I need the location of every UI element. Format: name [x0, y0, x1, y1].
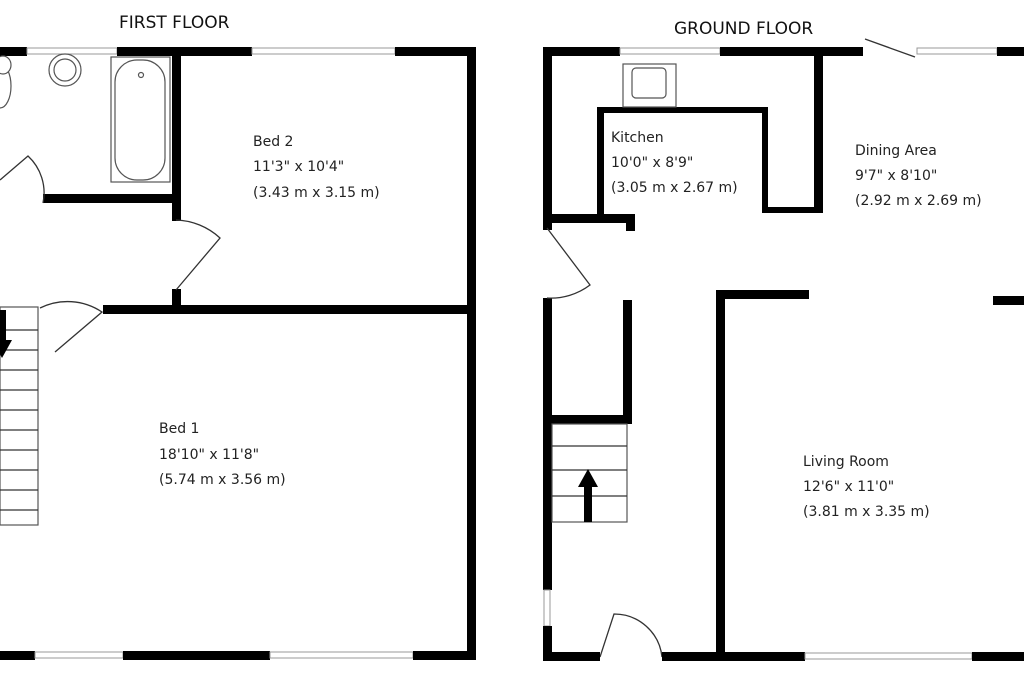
- wall: [467, 47, 476, 659]
- kitchen-sink-icon: [622, 63, 677, 108]
- room-name: Living Room: [803, 454, 889, 470]
- wall: [0, 651, 35, 660]
- wall: [543, 47, 620, 56]
- ground-floor-title: GROUND FLOOR: [674, 19, 813, 39]
- room-size-imperial: 18'10" x 11'8": [159, 447, 259, 463]
- room-name: Bed 2: [253, 134, 293, 150]
- room-name: Bed 1: [159, 421, 199, 437]
- wall: [716, 290, 725, 660]
- wall: [543, 214, 635, 223]
- wall: [172, 289, 181, 307]
- wall: [716, 290, 809, 299]
- wall: [123, 651, 270, 660]
- room-size-metric: (3.05 m x 2.67 m): [611, 180, 738, 196]
- staircase: [551, 423, 628, 523]
- wall: [43, 194, 180, 203]
- wall: [662, 652, 805, 661]
- kitchen-counter: [597, 56, 823, 216]
- wall: [626, 214, 635, 231]
- window: [916, 47, 998, 55]
- room-size-imperial: 9'7" x 8'10": [855, 168, 937, 184]
- staircase: [0, 306, 39, 526]
- wall: [543, 626, 552, 660]
- wall: [720, 47, 863, 56]
- hall-door[interactable]: [546, 227, 591, 299]
- bed1-door[interactable]: [39, 300, 104, 353]
- wall: [993, 296, 1024, 305]
- wall: [0, 47, 27, 56]
- wall: [543, 298, 552, 590]
- room-size-metric: (3.43 m x 3.15 m): [253, 185, 380, 201]
- window: [269, 651, 414, 659]
- room-size-metric: (5.74 m x 3.56 m): [159, 472, 286, 488]
- ground-floor: GROUND FLOOR: [543, 19, 1024, 661]
- wall: [543, 47, 552, 230]
- bathroom-door[interactable]: [0, 155, 45, 204]
- room-size-metric: (3.81 m x 3.35 m): [803, 504, 930, 520]
- window: [251, 47, 396, 55]
- wall: [623, 300, 632, 424]
- toilet-icon: [0, 55, 12, 109]
- room-size-metric: (2.92 m x 2.69 m): [855, 193, 982, 209]
- arrow-down-icon: [0, 310, 12, 358]
- room-label-living-room: Living Room 12'6" x 11'0" (3.81 m x 3.35…: [803, 454, 930, 520]
- patio-door[interactable]: [864, 38, 916, 58]
- bed2-door[interactable]: [175, 219, 221, 291]
- window: [804, 652, 973, 660]
- wall: [395, 47, 476, 56]
- room-size-imperial: 11'3" x 10'4": [253, 159, 344, 175]
- window: [543, 589, 551, 627]
- wall: [103, 305, 476, 314]
- wall: [172, 56, 181, 221]
- room-label-bed-2: Bed 2 11'3" x 10'4" (3.43 m x 3.15 m): [253, 134, 380, 201]
- wall: [997, 47, 1024, 56]
- room-label-dining-area: Dining Area 9'7" x 8'10" (2.92 m x 2.69 …: [855, 143, 982, 209]
- room-name: Kitchen: [611, 130, 664, 146]
- first-floor: FIRST FLOOR: [0, 13, 476, 660]
- wall: [413, 651, 476, 660]
- wall: [543, 415, 632, 424]
- wall: [543, 652, 600, 661]
- room-label-kitchen: Kitchen 10'0" x 8'9" (3.05 m x 2.67 m): [611, 130, 738, 196]
- window: [26, 47, 118, 55]
- front-door[interactable]: [599, 613, 663, 658]
- sink-icon: [48, 53, 82, 87]
- arrow-up-icon: [578, 469, 598, 522]
- room-size-imperial: 12'6" x 11'0": [803, 479, 894, 495]
- first-floor-title: FIRST FLOOR: [119, 13, 230, 33]
- wall: [117, 47, 252, 56]
- room-label-bed-1: Bed 1 18'10" x 11'8" (5.74 m x 3.56 m): [159, 421, 286, 488]
- window: [34, 651, 124, 659]
- room-name: Dining Area: [855, 143, 937, 159]
- window: [619, 47, 721, 55]
- bathtub-icon: [110, 56, 171, 183]
- wall: [972, 652, 1024, 661]
- room-size-imperial: 10'0" x 8'9": [611, 155, 693, 171]
